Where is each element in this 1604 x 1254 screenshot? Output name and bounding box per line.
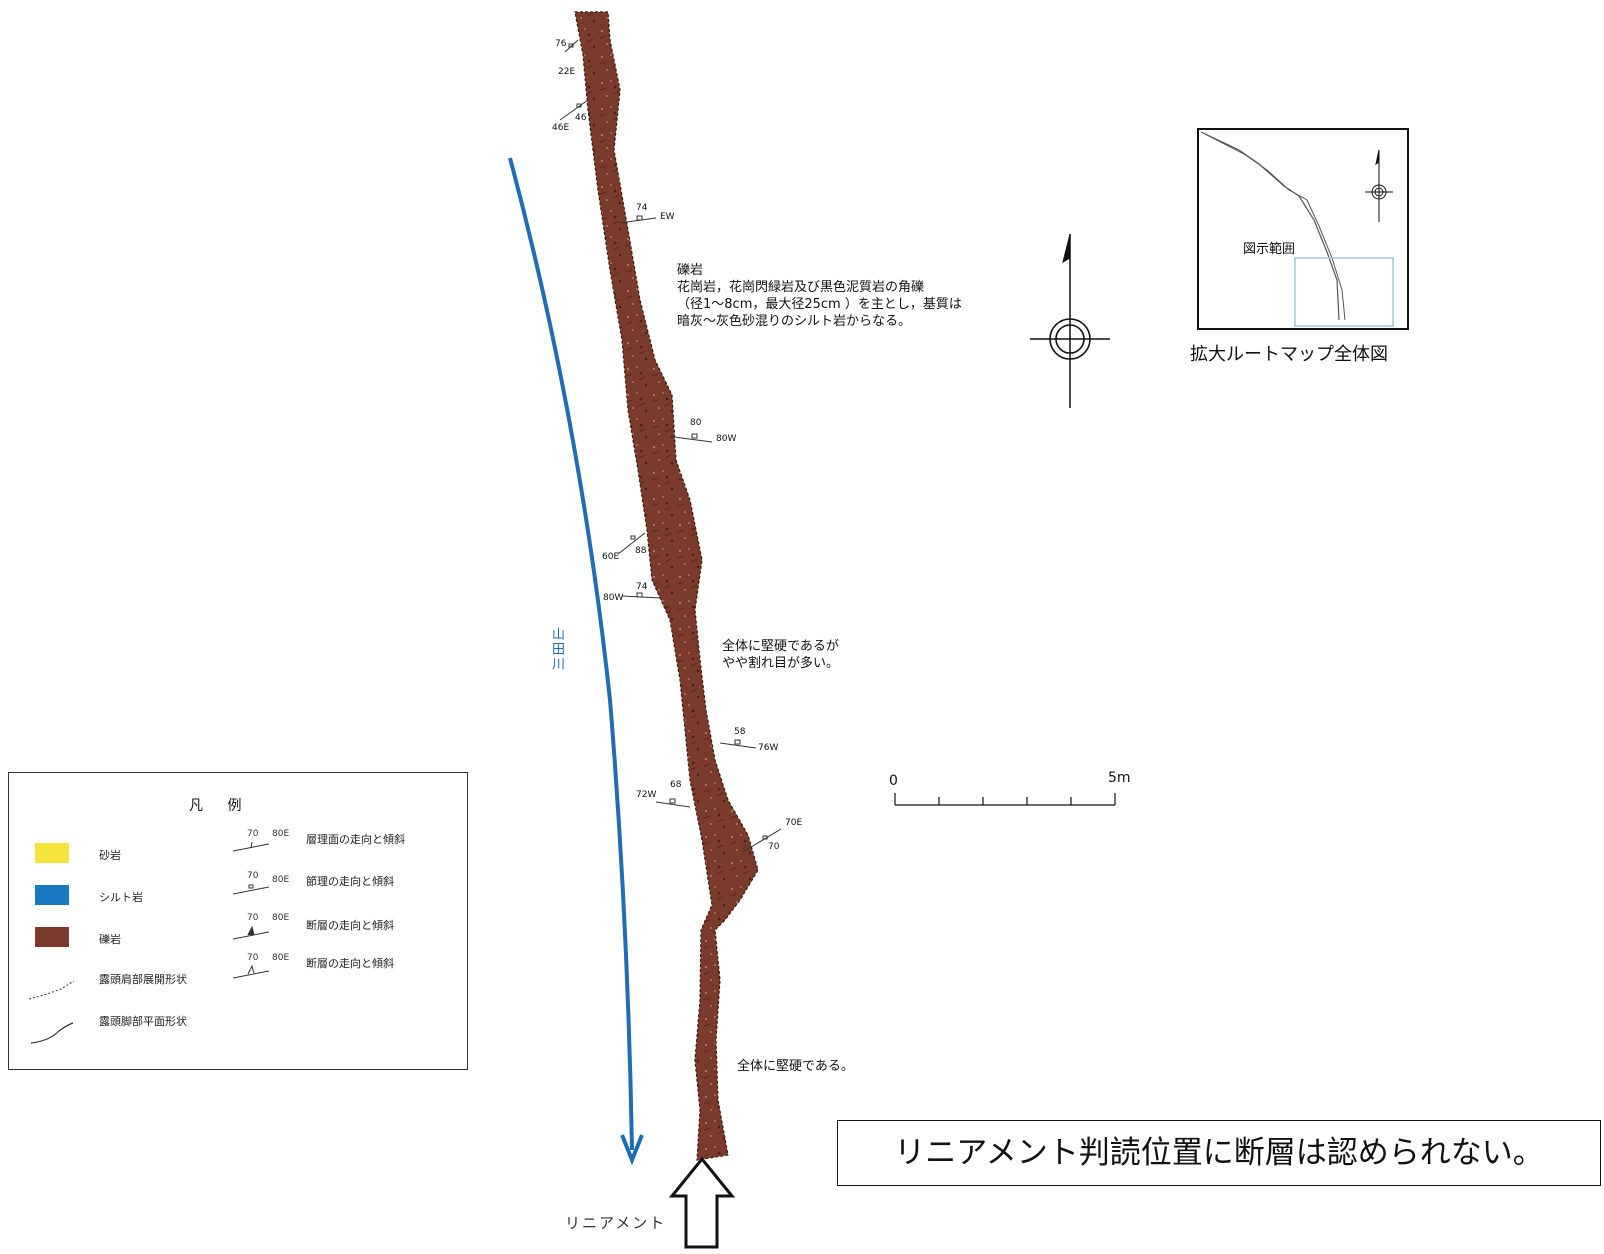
legend-symbol-label: 断層の走向と傾斜 <box>306 919 394 932</box>
measure-strike: 76W <box>758 743 779 753</box>
legend-swatch-conglomerate <box>35 927 69 947</box>
rock-description-line: 礫岩 <box>677 263 704 278</box>
legend-symbol-label: 節理の走向と傾斜 <box>306 875 394 888</box>
lineament-label: リニアメント <box>565 1214 667 1232</box>
legend-symbol-label: 断層の走向と傾斜 <box>306 957 394 970</box>
measure-dip: 74 <box>636 203 648 213</box>
legend-symbols <box>28 841 270 1044</box>
legend-label: 露頭脚部平面形状 <box>99 1015 187 1028</box>
legend-dip: 70 <box>247 871 259 881</box>
legend-dip: 70 <box>247 913 259 923</box>
legend-label: 砂岩 <box>99 849 121 862</box>
legend-swatch-sandstone <box>35 843 69 863</box>
measure-dip: 76 <box>555 39 567 49</box>
legend-symbol-label: 層理面の走向と傾斜 <box>306 833 405 846</box>
river-label: 山田川 <box>549 627 564 672</box>
legend-strike: 80E <box>272 875 290 885</box>
inset-range-label: 図示範囲 <box>1243 242 1296 257</box>
river-arrow <box>508 157 634 1151</box>
river-arrowhead <box>620 1134 644 1166</box>
hardness-note: 全体に堅硬であるが やや割れ目が多い。 <box>722 638 839 672</box>
legend-strike: 80E <box>272 829 290 839</box>
conclusion-box: リニアメント判読位置に断層は認められない。 <box>837 1120 1601 1186</box>
measure-strike: 80W <box>716 434 737 444</box>
inset-drawing <box>1200 131 1394 327</box>
scale-bar-start: 0 <box>889 773 898 789</box>
measure-dip: 68 <box>670 780 682 790</box>
legend-label: 露頭肩部展開形状 <box>99 973 187 986</box>
rock-description-line: 暗灰～灰色砂混りのシルト岩からなる。 <box>677 314 912 329</box>
legend-title: 凡 例 <box>189 798 252 814</box>
inset-range-box <box>1294 257 1394 327</box>
legend-swatch-siltstone <box>35 885 69 905</box>
inset-title: 拡大ルートマップ全体図 <box>1190 344 1388 365</box>
measure-strike: 22E <box>558 67 576 77</box>
conglomerate-outcrop <box>574 11 759 1161</box>
legend-label: 礫岩 <box>99 933 121 946</box>
legend-strike: 80E <box>272 913 290 923</box>
hardness-note-line: やや割れ目が多い。 <box>722 656 840 671</box>
legend-dip: 70 <box>247 953 259 963</box>
measure-strike: 70E <box>785 818 803 828</box>
inset-map: 図示範囲 <box>1197 128 1409 330</box>
measure-strike: 72W <box>636 790 657 800</box>
measure-dip: 88 <box>635 546 647 556</box>
rock-description: 礫岩 花崗岩，花崗閃緑岩及び黒色泥質岩の角礫 （径1～8cm，最大径25cm ）… <box>677 262 962 330</box>
measure-strike: 46E <box>552 123 570 133</box>
legend-strike: 80E <box>272 953 290 963</box>
legend: 凡 例 砂岩 シルト岩 礫岩 70 80E 層理面の走向と傾斜 70 80E 節… <box>8 772 468 1070</box>
rock-description-line: （径1～8cm，最大径25cm ）を主とし，基質は <box>677 297 962 312</box>
hardness-note-2: 全体に堅硬である。 <box>737 1059 854 1074</box>
measure-dip: 58 <box>734 727 746 737</box>
measure-dip: 46 <box>575 113 587 123</box>
measure-dip: 74 <box>636 582 648 592</box>
measure-strike: EW <box>660 212 675 222</box>
rock-description-line: 花崗岩，花崗閃緑岩及び黒色泥質岩の角礫 <box>677 280 925 295</box>
north-arrow <box>1030 233 1110 408</box>
strike-dip-symbols <box>559 39 782 853</box>
hardness-note-line: 全体に堅硬であるが <box>722 639 839 654</box>
measure-strike: 60E <box>602 552 620 562</box>
measure-dip: 80 <box>690 418 702 428</box>
scale-bar-end: 5m <box>1108 770 1131 786</box>
legend-dip: 70 <box>247 829 259 839</box>
measure-dip: 70 <box>768 842 780 852</box>
lineament-arrow <box>668 1156 736 1249</box>
scale-bar <box>894 793 1116 806</box>
measure-strike: 80W <box>603 593 624 603</box>
legend-label: シルト岩 <box>99 891 143 904</box>
